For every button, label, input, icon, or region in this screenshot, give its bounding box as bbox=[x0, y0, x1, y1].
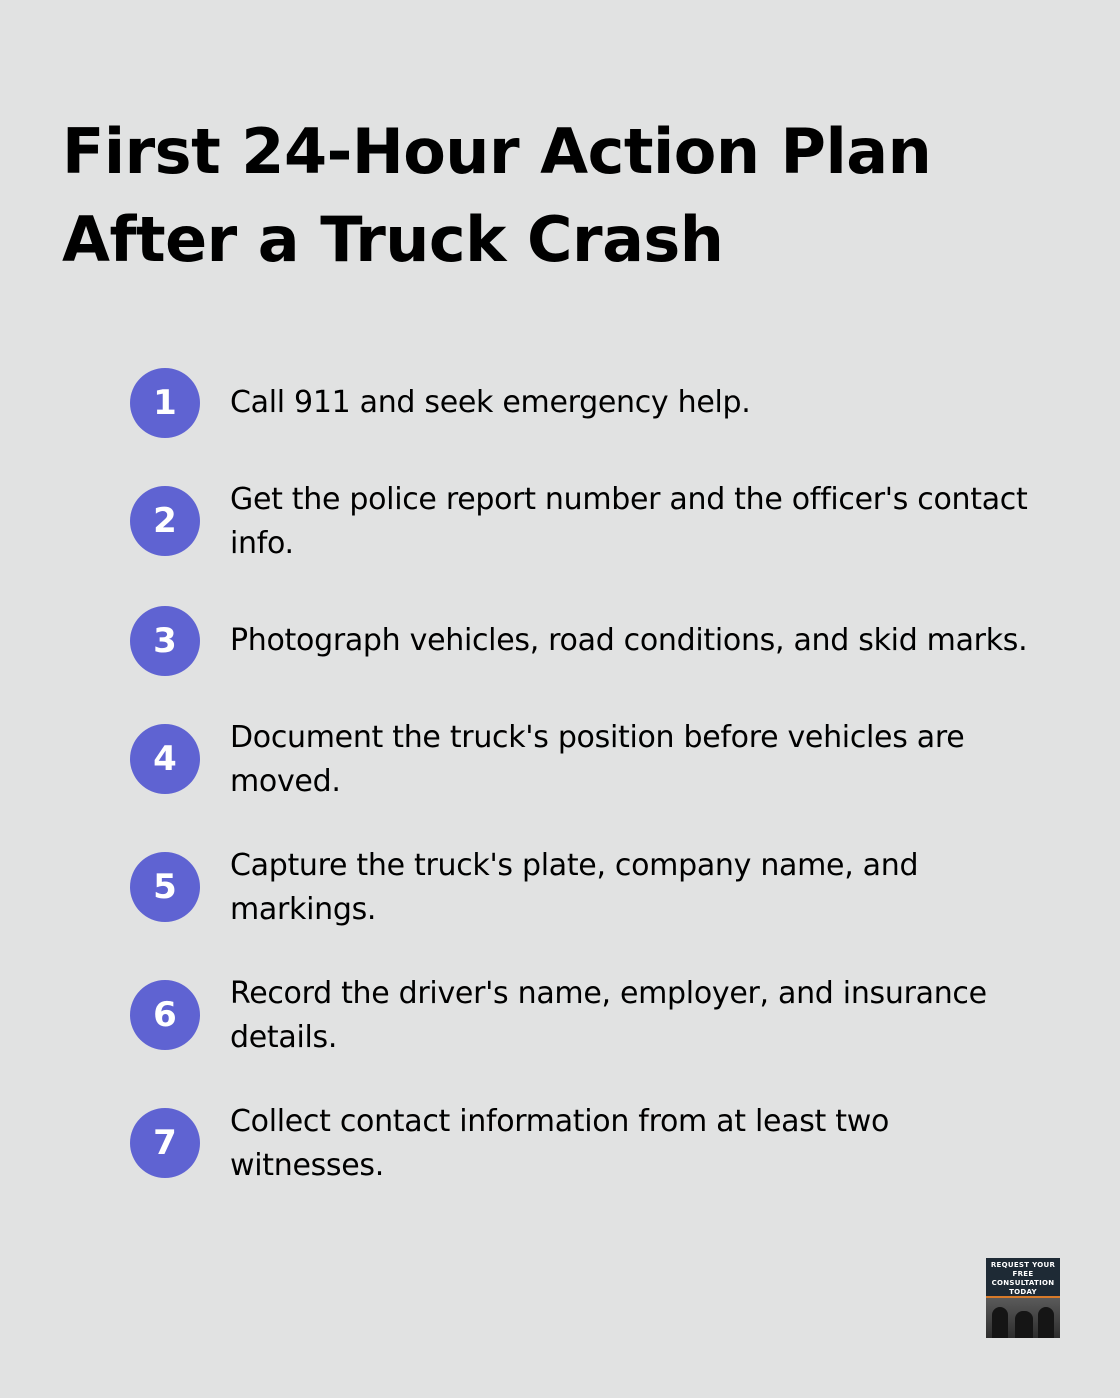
consultation-cta-button[interactable]: REQUEST YOUR FREE CONSULTATION TODAY bbox=[986, 1258, 1060, 1338]
step-number-badge: 1 bbox=[130, 368, 200, 438]
page-title: First 24-Hour Action Plan After a Truck … bbox=[62, 115, 932, 276]
step-number-badge: 2 bbox=[130, 486, 200, 556]
attorneys-photo bbox=[986, 1298, 1060, 1338]
step-text: Document the truck's position before veh… bbox=[230, 720, 965, 799]
step-number-badge: 7 bbox=[130, 1108, 200, 1178]
step-text: Record the driver's name, employer, and … bbox=[230, 976, 987, 1055]
step-text: Collect contact information from at leas… bbox=[230, 1104, 889, 1183]
step-number-badge: 3 bbox=[130, 606, 200, 676]
step-text: Capture the truck's plate, company name,… bbox=[230, 848, 919, 927]
step-number-badge: 6 bbox=[130, 980, 200, 1050]
step-number-badge: 4 bbox=[130, 724, 200, 794]
cta-text: REQUEST YOUR FREE CONSULTATION TODAY bbox=[990, 1261, 1056, 1296]
step-text: Photograph vehicles, road conditions, an… bbox=[230, 623, 1028, 658]
step-text: Call 911 and seek emergency help. bbox=[230, 385, 751, 420]
step-text: Get the police report number and the off… bbox=[230, 482, 1028, 561]
step-number-badge: 5 bbox=[130, 852, 200, 922]
cta-divider bbox=[986, 1296, 1060, 1298]
